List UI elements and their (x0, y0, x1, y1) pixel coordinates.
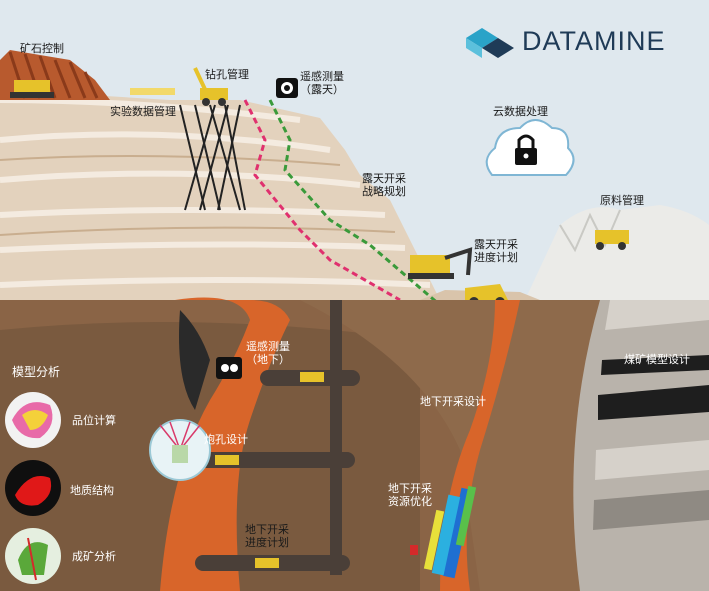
label-mineralization: 成矿分析 (72, 550, 116, 563)
main-shaft (330, 300, 342, 575)
camera-icon (276, 78, 298, 98)
grade-model-core (22, 410, 48, 430)
stope-void (179, 310, 210, 410)
drill-fan-drift (172, 445, 188, 463)
label-ug-resource-line2: 资源优化 (388, 495, 432, 508)
label-open-pit-schedule: 露天开采 进度计划 (474, 238, 518, 264)
label-ug-resource-line1: 地下开采 (388, 482, 432, 495)
excavator-track (408, 273, 454, 279)
label-remote-survey-open: 遥感测量 （露天） (300, 70, 344, 96)
drill-fan-lines (159, 421, 201, 451)
resource-block-model (410, 485, 477, 579)
bench-shadow (0, 226, 396, 236)
coal-seam-black (601, 355, 709, 375)
label-open-pit-strategy: 露天开采 战略规划 (362, 172, 406, 198)
label-geo-structure: 地质结构 (70, 484, 114, 497)
label-remote-survey-ug-line2: （地下） (246, 353, 290, 366)
drill-holes (179, 104, 246, 211)
bulldozer-body (14, 80, 50, 94)
ug-vehicle (255, 558, 279, 568)
bench-shadow (0, 155, 341, 166)
label-ug-schedule-line2: 进度计划 (245, 536, 289, 549)
coal-band-mid (593, 490, 709, 530)
coal-seam-black (598, 385, 709, 420)
cloud-lock-icon (485, 119, 575, 176)
label-open-pit-schedule-line1: 露天开采 (474, 238, 518, 251)
underground-wedge (300, 300, 620, 591)
label-ug-design: 地下开采设计 (420, 395, 486, 408)
label-grade-calc: 品位计算 (72, 414, 116, 427)
datamine-logo-mark (466, 28, 514, 58)
label-drill-design: 炮孔设计 (204, 433, 248, 446)
loader-wheel (618, 242, 626, 250)
ug-vehicle (215, 455, 239, 465)
bench-line (0, 241, 406, 253)
label-ug-schedule: 地下开采 进度计划 (245, 523, 289, 549)
drill-wheel (218, 98, 226, 106)
coal-band-light (605, 300, 709, 330)
bench-line (0, 97, 301, 123)
ug-vehicle (300, 372, 324, 382)
label-ore-control: 矿石控制 (20, 42, 64, 55)
haul-truck-body (465, 284, 508, 300)
drill-rig-body (200, 88, 228, 100)
geo-structure-color (15, 476, 52, 506)
label-remote-survey-open-line2: （露天） (300, 83, 344, 96)
label-open-pit-strategy-line1: 露天开采 (362, 172, 406, 185)
survey-camera-icon (216, 357, 242, 379)
label-drill-mgmt: 钻孔管理 (205, 68, 249, 81)
lab-rack (130, 88, 175, 95)
label-remote-survey-open-line1: 遥感测量 (300, 70, 344, 83)
bench-line (0, 131, 331, 153)
bulldozer-track (10, 92, 54, 98)
label-remote-survey-underground: 遥感测量 （地下） (246, 340, 290, 366)
loader-body (595, 230, 629, 244)
mineralization-color (18, 542, 48, 575)
bench-line (0, 277, 431, 288)
label-lab-data: 实验数据管理 (110, 105, 176, 118)
label-ug-schedule-line1: 地下开采 (245, 523, 289, 536)
coal-band-light (595, 440, 709, 480)
excavator-body (410, 255, 450, 275)
label-remote-survey-ug-line1: 遥感测量 (246, 340, 290, 353)
drill-wheel (202, 98, 210, 106)
datamine-logo: DATAMINE (514, 24, 666, 58)
label-open-pit-schedule-line2: 进度计划 (474, 251, 518, 264)
mineralization-line (27, 537, 37, 581)
label-cloud: 云数据处理 (493, 105, 548, 118)
orebody-vein-left (160, 297, 290, 591)
label-model-analysis: 模型分析 (12, 365, 61, 379)
bench-line (0, 207, 386, 218)
ore-stripes (8, 51, 99, 99)
brand-name: DATAMINE (522, 25, 666, 56)
survey-line-green (268, 99, 441, 307)
label-ug-resource: 地下开采 资源优化 (388, 482, 432, 508)
label-open-pit-strategy-line2: 战略规划 (362, 185, 406, 198)
loader-wheel (596, 242, 604, 250)
bench-line (0, 170, 361, 188)
stockpile-hill (525, 205, 709, 300)
label-material-mgmt: 原料管理 (600, 194, 644, 207)
excavator-arm (444, 247, 473, 276)
label-coal-model: 煤矿模型设计 (624, 353, 690, 366)
